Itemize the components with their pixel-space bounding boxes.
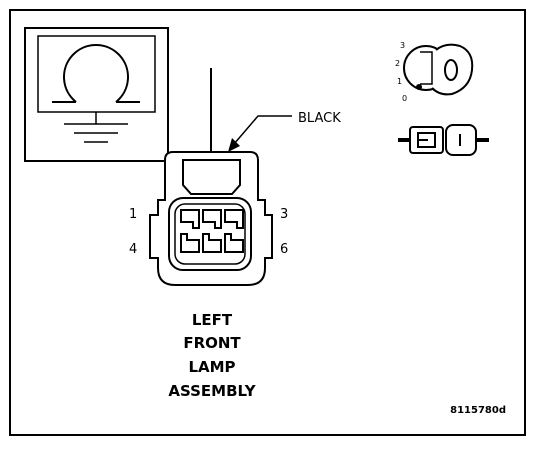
- connector-6-pin: [149, 151, 273, 286]
- terminal-pin-1: [180, 209, 200, 229]
- component-name: LEFT FRONT LAMP ASSEMBLY: [168, 311, 256, 400]
- disconnected-connector-icon: [398, 124, 489, 156]
- ignition-key-icon: [403, 43, 474, 96]
- ohmmeter-icon: [24, 27, 169, 162]
- pin-label-4: 4: [129, 242, 137, 257]
- terminal-pin-5: [202, 233, 222, 253]
- component-name-line-3: LAMP: [188, 358, 235, 376]
- pin-label-1: 1: [129, 207, 137, 222]
- terminal-pin-2: [202, 209, 222, 229]
- wire-callout: [228, 115, 292, 152]
- ignition-position-2: 2: [395, 59, 400, 68]
- wire-color-label: BLACK: [298, 111, 341, 126]
- component-name-line-4: ASSEMBLY: [168, 382, 256, 400]
- figure-id: 8115780d: [450, 405, 506, 416]
- ignition-position-1: 1: [397, 77, 402, 86]
- terminal-pin-4: [180, 233, 200, 253]
- figure-frame: [9, 9, 526, 436]
- ignition-position-0: 0: [402, 94, 407, 103]
- terminal-pin-6: [224, 233, 244, 253]
- terminal-pin-3: [224, 209, 244, 229]
- component-name-line-1: LEFT: [192, 311, 233, 329]
- pin-label-6: 6: [280, 242, 288, 257]
- component-name-line-2: FRONT: [183, 334, 241, 352]
- pin-label-3: 3: [280, 207, 288, 222]
- ignition-position-3: 3: [400, 41, 405, 50]
